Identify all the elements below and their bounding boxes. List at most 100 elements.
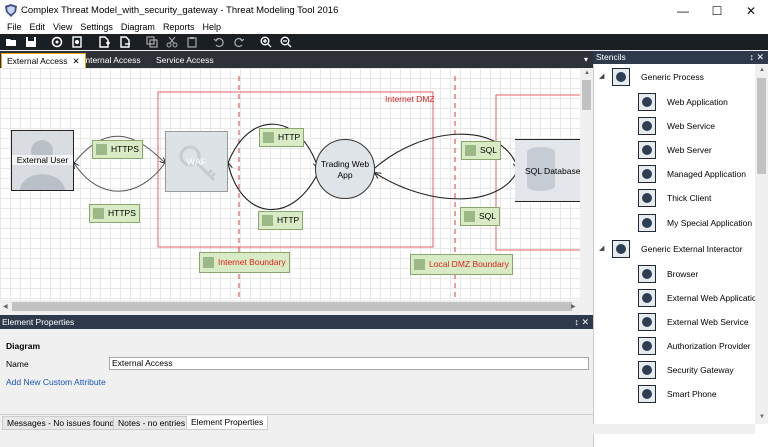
waf-node[interactable]: WAF (165, 131, 228, 192)
close-panel-icon[interactable]: ✕ (756, 52, 764, 62)
menu-diagram[interactable]: Diagram (120, 22, 155, 32)
stencil-my-special-application[interactable]: My Special Application (594, 212, 756, 234)
stencil-external-web-application[interactable]: External Web Application (594, 287, 756, 309)
tab-dropdown-icon[interactable]: ▾ (583, 55, 588, 64)
stencil-web-service[interactable]: Web Service (594, 115, 756, 137)
menu-reports[interactable]: Reports (162, 22, 195, 32)
copy-icon[interactable] (145, 35, 159, 49)
flow-label-http-2[interactable]: HTTP (258, 211, 304, 230)
process-group-icon (612, 68, 630, 86)
internet-dmz-label[interactable]: Internet DMZ (385, 94, 435, 104)
close-window-button[interactable]: ✕ (745, 3, 757, 18)
local-dmz-boundary-label[interactable]: Local DMZ Boundary (410, 254, 513, 275)
panel-controls[interactable]: ↕ ✕ (749, 51, 764, 64)
cut-icon[interactable] (165, 35, 179, 49)
app-shield-icon (5, 4, 17, 17)
minimize-button[interactable]: — (677, 3, 689, 18)
scroll-down-icon[interactable]: ▼ (759, 414, 765, 420)
menu-settings[interactable]: Settings (80, 22, 113, 32)
stencil-security-gateway[interactable]: Security Gateway (594, 359, 756, 381)
scroll-thumb[interactable] (582, 80, 591, 110)
panel-controls[interactable]: ↕ ✕ (574, 315, 589, 329)
stencil-managed-application[interactable]: Managed Application (594, 163, 756, 185)
title-bar: Complex Threat Model_with_security_gatew… (0, 0, 768, 21)
stencil-label: External Web Service (667, 317, 749, 327)
smart-phone-icon (638, 385, 656, 403)
stencil-group-generic-external-interactor[interactable]: ◢ Generic External Interactor (594, 238, 756, 260)
scroll-thumb[interactable] (757, 78, 766, 174)
flow-label-sql-1[interactable]: SQL (461, 141, 502, 160)
flow-http-2 (228, 163, 319, 211)
flow-sql-1 (374, 133, 518, 168)
scroll-up-icon[interactable]: ▲ (759, 67, 765, 73)
report-icon[interactable] (70, 35, 84, 49)
scroll-left-icon[interactable]: ◀ (3, 304, 8, 310)
menu-help[interactable]: Help (202, 22, 221, 32)
undo-icon[interactable] (212, 35, 226, 49)
close-panel-icon[interactable]: ✕ (581, 317, 589, 327)
diagram-canvas[interactable]: Internet DMZ External User WAF Trading W… (0, 68, 580, 300)
zoom-in-icon[interactable] (259, 35, 273, 49)
stencils-vertical-scrollbar[interactable]: ▲ ▼ (755, 64, 768, 424)
sql-database-label: SQL Database (525, 166, 580, 176)
stencil-external-web-service[interactable]: External Web Service (594, 311, 756, 333)
authorization-provider-icon (638, 337, 656, 355)
external-web-application-icon (638, 289, 656, 307)
save-icon[interactable] (24, 35, 38, 49)
redo-icon[interactable] (232, 35, 246, 49)
maximize-button[interactable]: ☐ (711, 3, 723, 18)
canvas-horizontal-scrollbar[interactable]: ◀ ▶ (0, 300, 593, 313)
thick-client-icon (638, 189, 656, 207)
section-title: Diagram (6, 341, 41, 351)
tab-notes[interactable]: Notes - no entries (113, 416, 191, 430)
scroll-right-icon[interactable]: ▶ (571, 304, 576, 310)
stencil-label: Web Server (667, 145, 712, 155)
tab-service-access[interactable]: Service Access (156, 55, 214, 65)
flow-https-2 (74, 163, 166, 192)
scroll-up-icon[interactable]: ▲ (584, 70, 590, 76)
pin-icon[interactable]: ↕ (574, 317, 579, 327)
stencil-authorization-provider[interactable]: Authorization Provider (594, 335, 756, 357)
tab-internal-access[interactable]: Internal Access (83, 55, 141, 65)
tab-messages[interactable]: Messages - No issues found (2, 416, 120, 430)
stencil-web-server[interactable]: Web Server (594, 139, 756, 161)
close-tab-icon[interactable]: ✕ (72, 56, 80, 66)
sql-database-node[interactable]: SQL Database (515, 139, 580, 202)
name-field[interactable]: External Access (109, 357, 589, 370)
open-icon[interactable] (4, 35, 18, 49)
canvas-vertical-scrollbar[interactable]: ▲ (580, 68, 593, 300)
stencil-browser[interactable]: Browser (594, 263, 756, 285)
flow-label-https-2[interactable]: HTTPS (89, 204, 140, 223)
stencil-label: Authorization Provider (667, 341, 751, 351)
stencil-web-application[interactable]: Web Application (594, 91, 756, 113)
trading-web-app-node[interactable]: Trading Web App (315, 139, 375, 199)
analysis-icon[interactable] (50, 35, 64, 49)
expand-caret-icon[interactable]: ◢ (599, 245, 605, 252)
menu-view[interactable]: View (53, 22, 73, 32)
zoom-out-icon[interactable] (279, 35, 293, 49)
add-custom-attribute-link[interactable]: Add New Custom Attribute (6, 377, 106, 387)
new-page-icon[interactable] (118, 35, 132, 49)
database-icon (527, 147, 555, 191)
tab-element-properties[interactable]: Element Properties (186, 416, 269, 430)
internet-boundary-label[interactable]: Internet Boundary (199, 252, 290, 273)
paste-icon[interactable] (185, 35, 199, 49)
pin-icon[interactable]: ↕ (749, 52, 754, 62)
stencil-group-generic-process[interactable]: ◢ Generic Process (594, 66, 756, 88)
expand-caret-icon[interactable]: ◢ (599, 73, 605, 80)
menu-file[interactable]: File (7, 22, 22, 32)
flow-label-https-1[interactable]: HTTPS (92, 140, 143, 159)
menu-edit[interactable]: Edit (29, 22, 46, 32)
scroll-thumb[interactable] (12, 302, 572, 311)
new-diagram-icon[interactable] (97, 35, 111, 49)
security-gateway-icon (638, 361, 656, 379)
stencils-horizontal-scrollbar[interactable] (593, 424, 755, 434)
tab-external-access[interactable]: External Access✕ (1, 53, 86, 68)
flow-label-http-1[interactable]: HTTP (259, 128, 305, 147)
external-user-node[interactable]: External User (11, 130, 74, 191)
stencil-smart-phone[interactable]: Smart Phone (594, 383, 756, 405)
waf-label: WAF (186, 157, 207, 167)
flow-label-sql-2[interactable]: SQL (460, 207, 501, 226)
internet-dmz-boundary (157, 91, 434, 248)
stencil-thick-client[interactable]: Thick Client (594, 187, 756, 209)
